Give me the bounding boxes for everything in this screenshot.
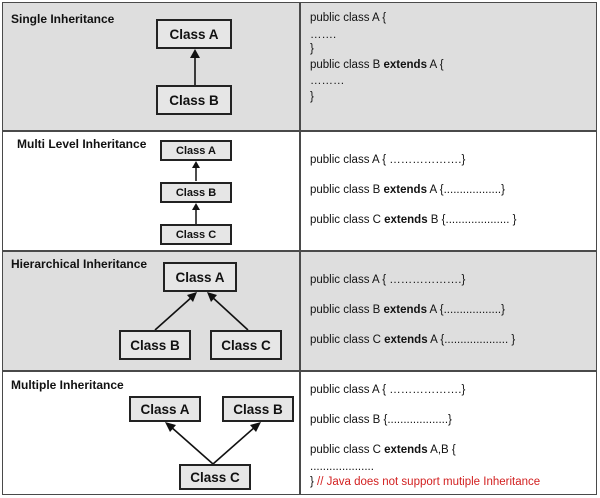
arrow-c-to-a <box>169 425 214 465</box>
code-line: public class B {...................} <box>310 414 452 426</box>
row-title: Single Inheritance <box>11 12 115 26</box>
class-c-box: Class C <box>210 330 282 360</box>
arrowhead <box>187 292 197 302</box>
arrow-layer <box>165 422 261 465</box>
code-line: } // Java does not support mutiple Inher… <box>310 476 541 488</box>
code-line: public class B extends A {..............… <box>310 304 505 316</box>
arrow-c-to-a <box>210 295 249 331</box>
class-c-box: Class C <box>160 224 232 245</box>
arrow-c-to-b <box>212 425 257 465</box>
code-line: ……. <box>310 29 337 41</box>
row-title: Multi Level Inheritance <box>17 137 147 151</box>
class-a-box: Class A <box>163 262 237 292</box>
code-cell: public class A { ……………….} public class B… <box>301 132 596 250</box>
arrowhead <box>207 292 217 302</box>
code-line: public class A { ……………….} <box>310 154 466 166</box>
code-line: public class A { ……………….} <box>310 274 466 286</box>
class-a-box: Class A <box>160 140 232 161</box>
diagram-cell: Single Inheritance Class A Class B <box>3 3 299 130</box>
arrow-b-to-a <box>154 295 194 331</box>
code-line: } <box>310 43 314 55</box>
diagram-cell: Multi Level Inheritance Class A Class B … <box>3 132 299 250</box>
class-a-box: Class A <box>156 19 232 49</box>
code-line: ……… <box>310 75 345 87</box>
arrow-layer <box>192 161 200 224</box>
code-cell: public class A { ……………….} public class B… <box>301 252 596 370</box>
code-line: public class C extends B {..............… <box>310 214 517 226</box>
code-line: public class B extends A { <box>310 59 444 71</box>
code-line: public class C extends A,B { <box>310 444 456 456</box>
class-b-box: Class B <box>156 85 232 115</box>
arrow-layer <box>190 49 200 85</box>
class-b-box: Class B <box>119 330 191 360</box>
code-line: public class C extends A {..............… <box>310 334 516 346</box>
arrowhead <box>165 422 176 432</box>
code-line: public class A { ……………….} <box>310 384 466 396</box>
arrowhead <box>192 161 200 168</box>
class-b-box: Class B <box>160 182 232 203</box>
arrow-layer <box>154 292 249 331</box>
code-comment: // Java does not support mutiple Inherit… <box>317 476 541 488</box>
arrowhead <box>192 203 200 210</box>
code-line: public class A { <box>310 12 387 24</box>
column-divider <box>299 3 301 494</box>
code-line: public class B extends A {..............… <box>310 184 505 196</box>
code-line: } <box>310 91 314 103</box>
row-title: Hierarchical Inheritance <box>11 257 148 271</box>
diagram-cell: Multiple Inheritance Class A Class B Cla… <box>3 372 299 494</box>
class-b-box: Class B <box>222 396 294 422</box>
row-title: Multiple Inheritance <box>11 378 124 392</box>
arrowhead <box>250 422 261 432</box>
class-c-box: Class C <box>179 464 251 490</box>
class-a-box: Class A <box>129 396 201 422</box>
code-line: .................... <box>310 461 374 473</box>
code-cell: public class A { ……………….} public class B… <box>301 372 596 494</box>
code-cell: public class A { ……. } public class B ex… <box>301 3 596 130</box>
arrowhead <box>190 49 200 58</box>
diagram-cell: Hierarchical Inheritance Class A Class B… <box>3 252 299 370</box>
